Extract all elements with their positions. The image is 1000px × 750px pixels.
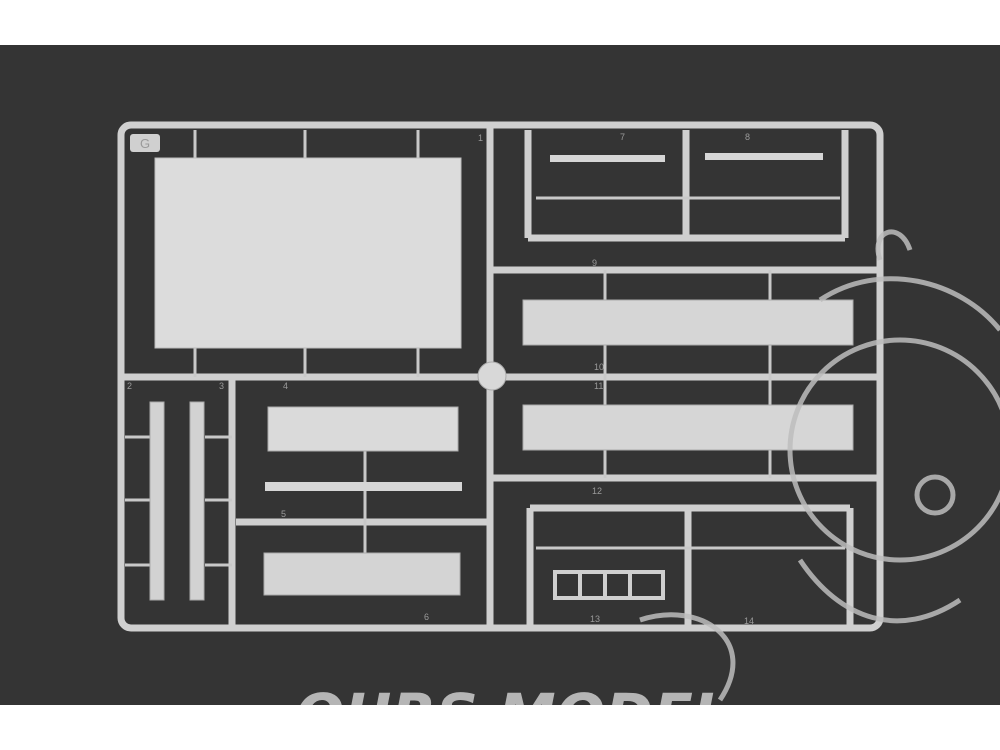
side-panel-part <box>522 404 854 451</box>
mascot-watermark <box>639 229 1000 702</box>
part-number: 11 <box>594 381 603 391</box>
part-number: 14 <box>744 616 754 626</box>
part-number: 8 <box>745 132 750 142</box>
frame-rail-part <box>189 401 205 601</box>
plate-part <box>267 406 459 452</box>
panel-part <box>154 157 462 349</box>
bar-part <box>550 155 665 162</box>
part-number: 2 <box>127 381 132 391</box>
sprue-letter: G <box>140 136 150 151</box>
sprue-hub <box>477 361 507 391</box>
ladder-part <box>553 570 665 600</box>
watermark-text: OURS MODEL <box>295 681 730 749</box>
part-number: 3 <box>219 381 224 391</box>
part-number: 6 <box>424 612 429 622</box>
tail-panel-part <box>263 552 461 596</box>
frame-rail-part <box>149 401 165 601</box>
part-number: 7 <box>620 132 625 142</box>
sprue-frame <box>117 121 884 632</box>
part-number: 9 <box>592 258 597 268</box>
part-number: 13 <box>590 614 600 624</box>
part-number: 4 <box>283 381 288 391</box>
part-number: 5 <box>281 509 286 519</box>
bar-part <box>705 153 823 160</box>
part-number: 12 <box>592 486 602 496</box>
sprue-gates <box>125 130 845 567</box>
part-number: 10 <box>594 362 604 372</box>
rail-part <box>265 482 462 491</box>
side-panel-part <box>522 299 854 346</box>
sprue-parts <box>149 153 854 601</box>
part-number: 1 <box>478 133 483 143</box>
part-labels: G 1 2 3 4 5 6 7 8 9 10 11 12 13 14 <box>127 132 754 626</box>
